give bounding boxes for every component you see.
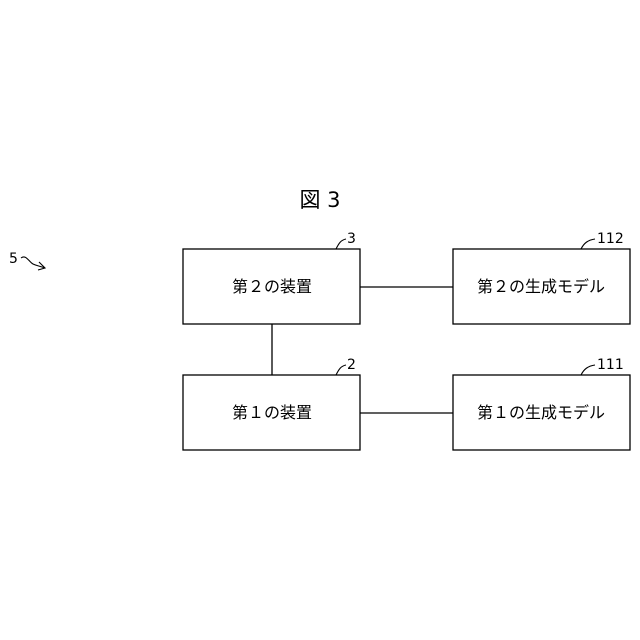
block-device-2-leader <box>336 239 346 249</box>
block-model-2: 第２の生成モデル 112 <box>453 231 630 324</box>
block-device-1-label: 第１の装置 <box>232 403 312 422</box>
block-model-2-leader <box>581 239 595 249</box>
block-device-2-label: 第２の装置 <box>232 277 312 296</box>
system-ref-label: 5 <box>9 251 18 267</box>
block-model-1-leader <box>581 365 595 375</box>
block-model-2-label: 第２の生成モデル <box>477 277 605 296</box>
block-device-1-leader <box>336 365 346 375</box>
block-device-2: 第２の装置 3 <box>183 231 360 324</box>
block-device-2-ref: 3 <box>347 231 356 247</box>
block-model-1: 第１の生成モデル 111 <box>453 357 630 450</box>
system-ref-arrow-icon <box>21 257 45 268</box>
block-device-1-ref: 2 <box>347 357 356 373</box>
figure-title: 図 3 <box>299 188 340 212</box>
block-model-2-ref: 112 <box>597 231 624 247</box>
block-model-1-ref: 111 <box>597 357 624 373</box>
block-model-1-label: 第１の生成モデル <box>477 403 605 422</box>
